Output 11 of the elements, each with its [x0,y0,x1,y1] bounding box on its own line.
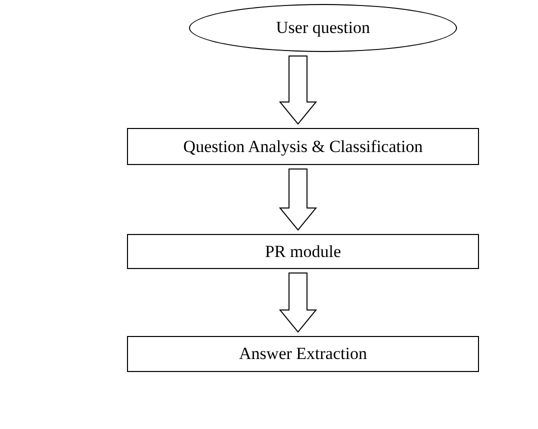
block-arrow [278,168,318,231]
process-box [127,234,479,269]
process-box [127,128,479,165]
node-label: Question Analysis & Classification [183,136,423,158]
start-ellipse [189,4,457,52]
block-arrow [278,272,318,333]
node-label: Answer Extraction [239,343,367,365]
process-box [127,336,479,372]
node-label: User question [276,17,370,39]
node-label: PR module [264,240,342,262]
block-arrow [278,56,318,125]
